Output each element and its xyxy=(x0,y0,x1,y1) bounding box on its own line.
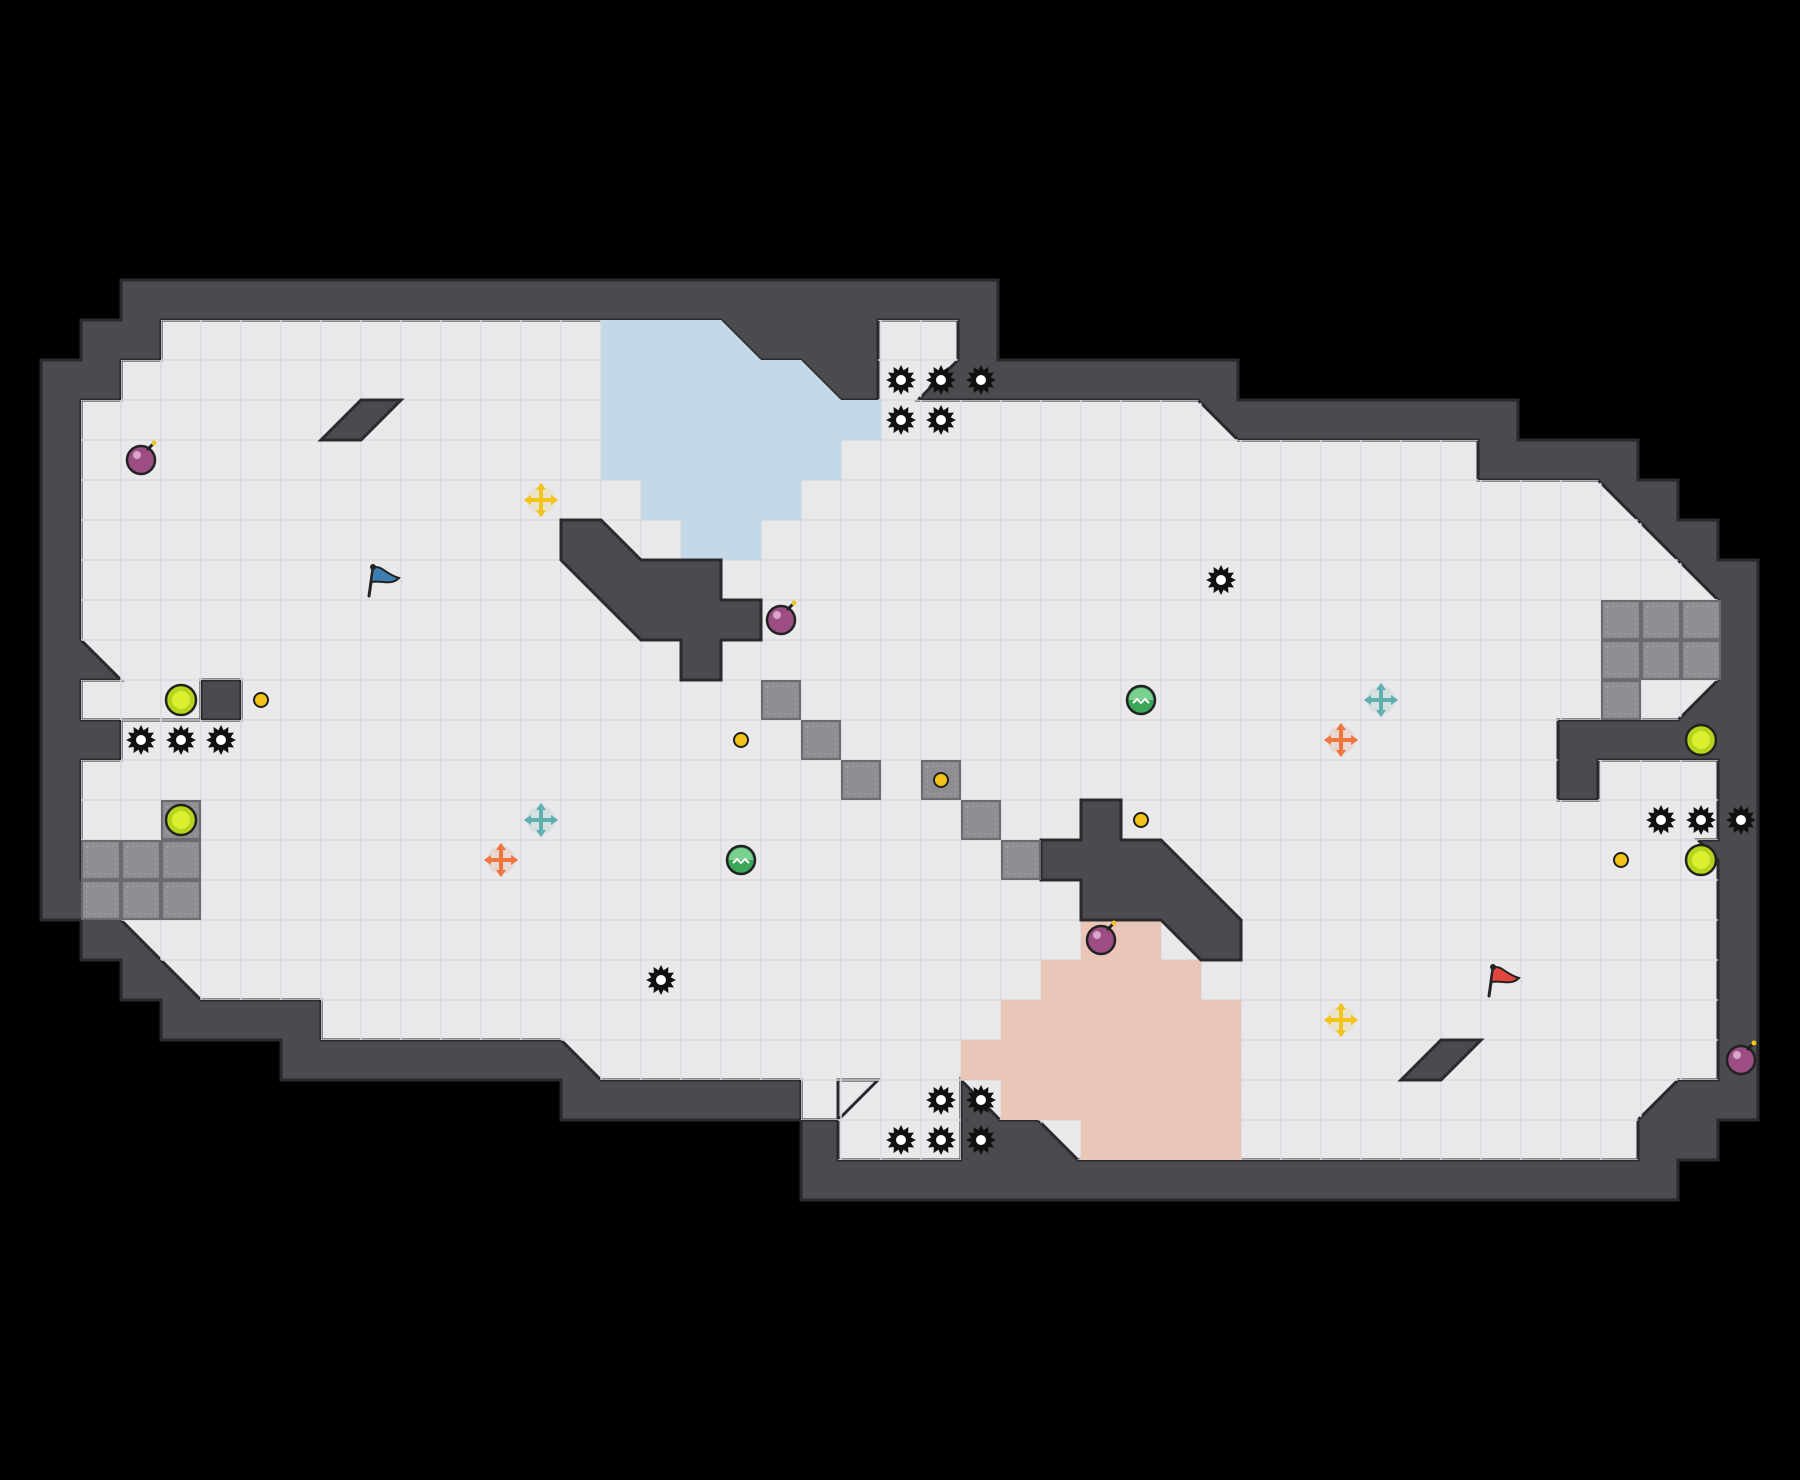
powerup-icon xyxy=(725,844,757,876)
boost-icon xyxy=(164,803,198,837)
pill-icon xyxy=(933,772,949,788)
inner-wall xyxy=(1397,1038,1485,1082)
blue-zone-tile xyxy=(641,480,801,520)
spike-icon xyxy=(1646,805,1676,835)
boost-icon xyxy=(164,683,198,717)
gate-block xyxy=(761,680,801,720)
bomb-icon xyxy=(765,600,797,636)
red-zone-tile xyxy=(1001,1080,1241,1120)
yellow-marker-icon xyxy=(524,483,558,517)
boost-icon xyxy=(1684,843,1718,877)
spike-icon xyxy=(1206,565,1236,595)
boost-icon xyxy=(1684,723,1718,757)
spike-icon xyxy=(126,725,156,755)
team-zones xyxy=(601,320,1241,1160)
gate-block xyxy=(1641,640,1681,680)
red-zone-tile xyxy=(961,1040,1241,1080)
map-walls xyxy=(39,278,1760,1202)
powerup-icon xyxy=(1125,684,1157,716)
pill-icon xyxy=(1133,812,1149,828)
red-zone-tile xyxy=(1081,1120,1241,1160)
red-zone-tile xyxy=(1041,960,1201,1000)
pill-icon xyxy=(733,732,749,748)
gate-block xyxy=(961,800,1001,840)
blue-zone-tile xyxy=(601,360,841,400)
gate-block xyxy=(81,840,121,880)
blue-zone-tile xyxy=(601,440,841,480)
gate-blocks xyxy=(81,600,1721,920)
spike-icon xyxy=(966,1125,996,1155)
red-zone-tile xyxy=(1001,1000,1241,1040)
inner-wall xyxy=(559,518,763,682)
inner-wall xyxy=(317,398,405,442)
spike-icon xyxy=(886,1125,916,1155)
gate-block xyxy=(841,760,881,800)
spike-icon xyxy=(886,365,916,395)
gate-block xyxy=(1681,600,1721,640)
gate-block xyxy=(121,880,161,920)
blue-zone-tile xyxy=(601,400,881,440)
spike-icon xyxy=(886,405,916,435)
blue-flag-icon xyxy=(367,564,401,598)
red-flag-icon xyxy=(1487,964,1521,998)
pill-icon xyxy=(1613,852,1629,868)
gate-block xyxy=(161,840,201,880)
yellow-marker-icon xyxy=(1324,1003,1358,1037)
spike-icon xyxy=(1686,805,1716,835)
spike-icon xyxy=(646,965,676,995)
gate-block xyxy=(161,880,201,920)
gate-block xyxy=(1001,840,1041,880)
gate-block xyxy=(1641,600,1681,640)
gate-block xyxy=(1601,680,1641,720)
spike-icon xyxy=(926,405,956,435)
gate-block xyxy=(1601,600,1641,640)
spike-icon xyxy=(926,1085,956,1115)
orange-marker-icon xyxy=(1324,723,1358,757)
gate-block xyxy=(121,840,161,880)
inner-walls xyxy=(317,398,1485,1082)
entities xyxy=(125,365,1757,1155)
bomb-icon xyxy=(1085,920,1117,956)
spike-icon xyxy=(966,1085,996,1115)
pill-icon xyxy=(253,692,269,708)
spike-icon xyxy=(206,725,236,755)
floor xyxy=(79,318,1720,1162)
spike-icon xyxy=(166,725,196,755)
spike-icon xyxy=(966,365,996,395)
gate-block xyxy=(801,720,841,760)
spike-icon xyxy=(926,1125,956,1155)
gate-block xyxy=(1681,640,1721,680)
teal-marker-icon xyxy=(1364,683,1398,717)
spike-icon xyxy=(926,365,956,395)
gate-block xyxy=(81,880,121,920)
spike-icon xyxy=(1726,805,1756,835)
bomb-icon xyxy=(125,440,157,476)
orange-marker-icon xyxy=(484,843,518,877)
bomb-icon xyxy=(1725,1040,1757,1076)
blue-zone-tile xyxy=(681,520,761,560)
gate-block xyxy=(1601,640,1641,680)
teal-marker-icon xyxy=(524,803,558,837)
